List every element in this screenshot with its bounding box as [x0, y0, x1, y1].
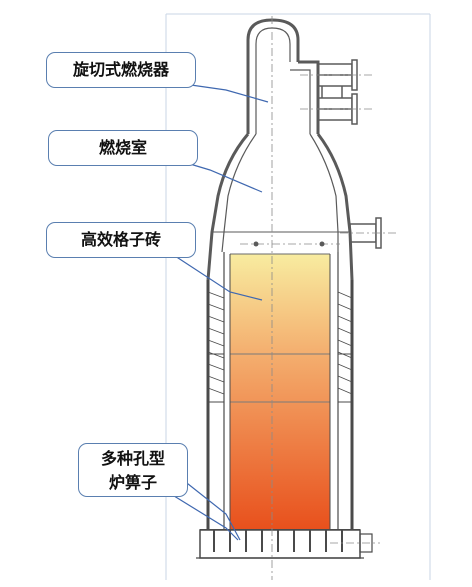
- callout-burner-text: 旋切式燃烧器: [72, 60, 169, 79]
- callout-checker-brick: 高效格子砖: [46, 222, 196, 258]
- checker-brick-column: [230, 253, 330, 530]
- callout-combustion-chamber-text: 燃烧室: [98, 138, 147, 157]
- callout-burner: 旋切式燃烧器: [46, 52, 196, 88]
- callout-combustion-chamber: 燃烧室: [48, 130, 198, 166]
- callout-grate: 多种孔型 炉箅子: [78, 443, 188, 497]
- furnace-grate: [196, 529, 373, 559]
- callout-grate-line1: 多种孔型: [100, 449, 165, 468]
- regenerator-shell: [206, 252, 354, 532]
- burner-dome: [246, 18, 320, 134]
- combustion-chamber: [206, 133, 354, 281]
- callout-checker-brick-text: 高效格子砖: [80, 230, 161, 249]
- marker-dots: [253, 241, 325, 247]
- burner-nozzles: [317, 59, 358, 125]
- callout-grate-line2: 炉箅子: [108, 473, 157, 492]
